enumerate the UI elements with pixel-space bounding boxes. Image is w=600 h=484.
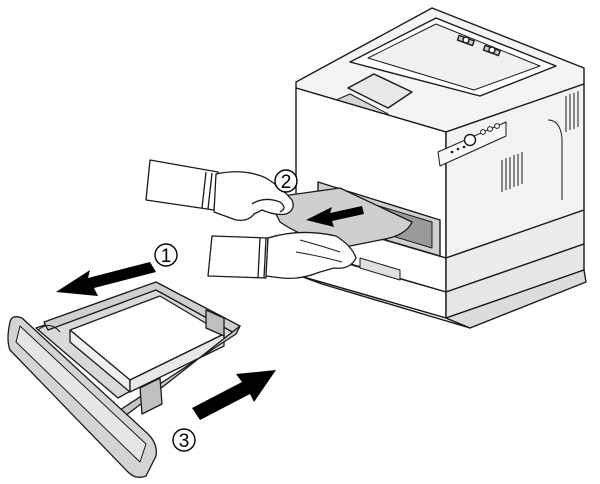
step-callout-1: 1	[154, 243, 178, 267]
step-circle-3	[172, 428, 196, 452]
paper-stopper	[347, 73, 413, 109]
printer	[295, 7, 587, 329]
step-number-3: 3	[179, 431, 190, 452]
side-panel-seam	[547, 119, 563, 200]
control-indicator-3	[494, 123, 500, 129]
upper-cuff-line-2	[207, 172, 213, 210]
side-vent-lower	[501, 152, 523, 192]
lower-cuff-line-2	[263, 237, 267, 279]
lower-fingers	[295, 239, 343, 263]
control-dot-1	[450, 150, 454, 154]
step-circle-1	[154, 243, 178, 267]
step-callout-2: 2	[274, 169, 298, 193]
arrow-remove-paper	[306, 206, 364, 227]
printer-base-side	[445, 269, 587, 329]
control-dot-3	[462, 145, 466, 149]
paper-stack-side	[129, 333, 225, 393]
cassette-handle	[359, 257, 401, 281]
step-number-1: 1	[161, 246, 172, 267]
upper-sleeve	[145, 159, 219, 211]
upper-hand	[213, 171, 294, 222]
arrow-pull-tray	[56, 262, 156, 296]
paper-guide-rear	[205, 309, 225, 337]
upper-cuff-line-1	[201, 171, 207, 209]
control-indicator-2	[487, 126, 493, 132]
lower-hand	[265, 231, 357, 280]
lower-sleeve	[207, 235, 269, 279]
paper-guide-side	[139, 377, 163, 415]
cassette-front-highlight	[15, 325, 147, 463]
lower-cuff-line-1	[257, 237, 261, 279]
step-circle-2	[274, 169, 298, 193]
paper-cassette	[7, 281, 241, 478]
arrow-insert-tray	[192, 370, 276, 420]
control-button-main	[463, 133, 477, 147]
step-number-2: 2	[281, 172, 292, 193]
cassette-handle-grip	[37, 325, 61, 333]
roller-hub-left	[462, 36, 470, 44]
step-callout-3: 3	[172, 428, 196, 452]
hands	[145, 159, 357, 280]
control-dot-2	[456, 147, 460, 151]
output-tray-lip	[367, 23, 541, 91]
roller-hub-right	[488, 46, 496, 54]
side-vent-upper	[565, 91, 579, 132]
upper-thumb	[251, 198, 285, 213]
control-indicator-1	[480, 129, 486, 135]
